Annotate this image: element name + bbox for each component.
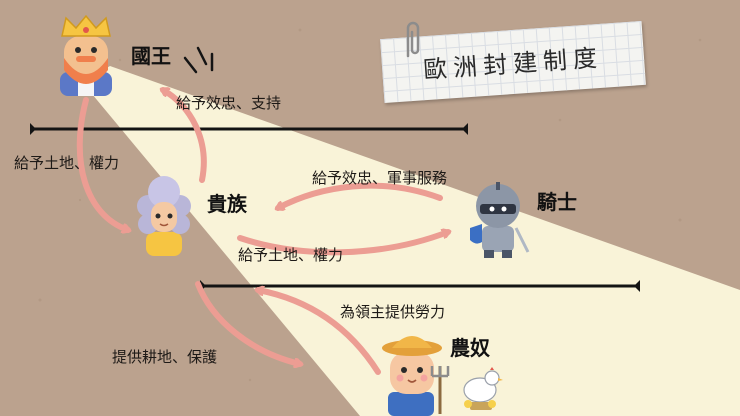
role-knight: 騎士	[537, 190, 577, 214]
label-noble-to-serf: 提供耕地、保護	[112, 348, 218, 366]
knight-helmet-icon	[470, 182, 530, 258]
sparkle-icon	[183, 46, 214, 74]
label-noble-to-king: 給予效忠、支持	[176, 94, 282, 112]
crown-king-icon	[60, 14, 112, 96]
role-king: 國王	[131, 44, 171, 68]
role-noble: 貴族	[207, 192, 247, 216]
arrow-noble-to-serf	[195, 281, 300, 364]
label-king-to-noble: 給予土地、權力	[14, 154, 120, 172]
arrow-noble-to-knight	[237, 232, 448, 256]
farmer-icon	[382, 336, 450, 416]
label-serf-to-noble: 為領主提供勞力	[340, 303, 446, 321]
paperclip-icon	[406, 21, 420, 58]
arrow-serf-to-noble	[258, 290, 381, 375]
role-serf: 農奴	[450, 336, 490, 360]
arrow-noble-to-king	[163, 87, 207, 183]
label-knight-to-noble: 給予效忠、軍事服務	[312, 169, 448, 187]
noble-wig-icon	[137, 176, 191, 256]
arrow-king-to-noble	[76, 97, 128, 230]
arrow-knight-to-noble	[278, 182, 443, 208]
chicken-icon	[463, 367, 503, 410]
label-noble-to-knight: 給予土地、權力	[238, 246, 344, 264]
hierarchy-line-upper	[30, 123, 468, 135]
